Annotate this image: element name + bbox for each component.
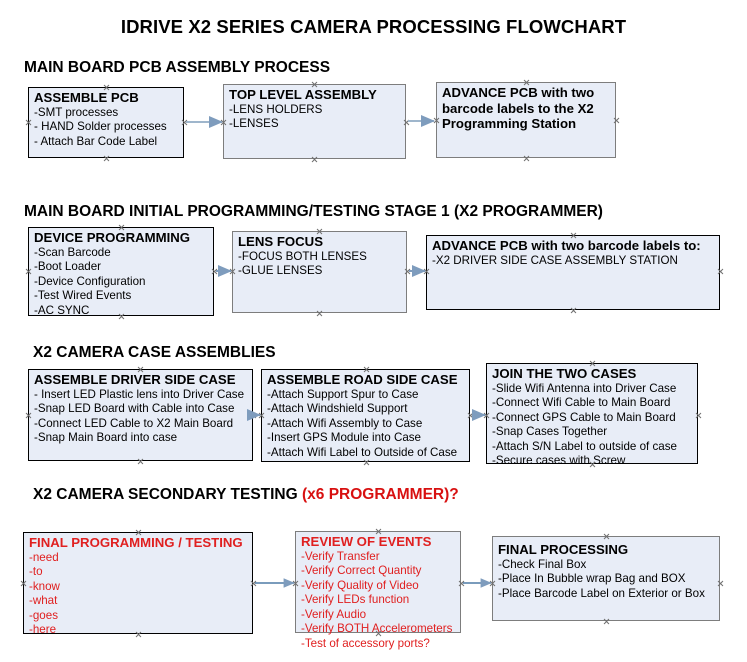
box-assemble-road-side-case[interactable]: ASSEMBLE ROAD SIDE CASE -Attach Support … (261, 369, 470, 462)
box-line: - HAND Solder processes (34, 120, 167, 134)
box-line: -Snap Cases Together (492, 425, 608, 439)
box-line: -what (29, 594, 58, 608)
box-line: -Scan Barcode (34, 245, 111, 259)
box-line: -Device Configuration (34, 274, 146, 288)
box-review-of-events[interactable]: REVIEW OF EVENTS -Verify Transfer -Verif… (295, 531, 461, 650)
box-line: -Verify BOTH Accelerometers (301, 622, 453, 636)
box-title: JOIN THE TWO CASES (492, 366, 637, 381)
box-line: -know (29, 579, 60, 593)
box-line: -Attach S/N Label to outside of case (492, 439, 677, 453)
box-title: TOP LEVEL ASSEMBLY (229, 87, 377, 102)
box-line: -Test Wired Events (34, 289, 132, 303)
box-line: -here (29, 623, 57, 637)
box-title: FINAL PROGRAMMING / TESTING (29, 535, 243, 550)
box-title: ADVANCE PCB with two barcode labels to t… (442, 85, 595, 131)
box-line: -to (29, 565, 43, 579)
box-line: -Attach Windshield Support (267, 402, 408, 416)
box-line: -Connect LED Cable to X2 Main Board (34, 416, 234, 430)
box-device-programming[interactable]: DEVICE PROGRAMMING -Scan Barcode -Boot L… (28, 227, 214, 317)
box-line: -need (29, 550, 59, 564)
box-line: -Snap LED Board with Cable into Case (34, 402, 235, 416)
box-advance-pcb-driver-side-station[interactable]: ADVANCE PCB with two barcode labels to: … (426, 235, 720, 310)
box-line: -goes (29, 608, 59, 622)
box-line: -Verify LEDs function (301, 593, 410, 607)
box-line: -Test of accessory ports? (301, 637, 430, 651)
section-heading-main-board-initial-programming: MAIN BOARD INITIAL PROGRAMMING/TESTING S… (24, 203, 603, 221)
box-line: -Verify Audio (301, 607, 367, 621)
box-line: -SMT processes (34, 105, 119, 119)
box-assemble-driver-side-case[interactable]: ASSEMBLE DRIVER SIDE CASE - Insert LED P… (28, 369, 253, 461)
box-title: LENS FOCUS (238, 234, 323, 249)
section-heading-main-board-pcb-assembly: MAIN BOARD PCB ASSEMBLY PROCESS (24, 59, 330, 77)
section-heading-text: X2 CAMERA CASE ASSEMBLIES (33, 344, 276, 361)
box-line: -Place Barcode Label on Exterior or Box (498, 586, 705, 600)
box-line: -Connect GPS Cable to Main Board (492, 410, 676, 424)
box-line: -Attach Wifi Assembly to Case (267, 416, 423, 430)
box-line: -Attach Support Spur to Case (267, 387, 419, 401)
box-title: DEVICE PROGRAMMING (34, 230, 191, 245)
box-final-programming-testing[interactable]: FINAL PROGRAMMING / TESTING -need -to -k… (23, 532, 253, 636)
box-line: -AC SYNC (34, 303, 90, 317)
box-line: -GLUE LENSES (238, 264, 323, 278)
box-line: -Boot Loader (34, 260, 102, 274)
box-line: -Verify Correct Quantity (301, 564, 422, 578)
box-line: -Slide Wifi Antenna into Driver Case (492, 381, 677, 395)
box-title: ASSEMBLE DRIVER SIDE CASE (34, 372, 236, 387)
box-lens-focus[interactable]: LENS FOCUS -FOCUS BOTH LENSES -GLUE LENS… (232, 231, 407, 313)
box-title: ADVANCE PCB with two barcode labels to: (432, 238, 701, 253)
box-line: -FOCUS BOTH LENSES (238, 249, 367, 263)
box-line: -Attach Wifi Label to Outside of Case (267, 445, 458, 459)
section-heading-text: MAIN BOARD PCB ASSEMBLY PROCESS (24, 59, 331, 76)
section-heading-x2-camera-case-assemblies: X2 CAMERA CASE ASSEMBLIES (33, 344, 276, 362)
box-line: -Snap Main Board into case (34, 431, 178, 445)
box-line: -Check Final Box (498, 557, 587, 571)
box-join-the-two-cases[interactable]: JOIN THE TWO CASES -Slide Wifi Antenna i… (486, 363, 698, 467)
box-line: -Verify Quality of Video (301, 578, 419, 592)
box-line: -Connect Wifi Cable to Main Board (492, 396, 671, 410)
box-title: ASSEMBLE PCB (34, 90, 139, 105)
box-line: -X2 DRIVER SIDE CASE ASSEMBLY STATION (432, 253, 678, 267)
box-line: - Attach Bar Code Label (34, 134, 158, 148)
box-final-processing[interactable]: FINAL PROCESSING -Check Final Box -Place… (492, 536, 720, 621)
box-title: REVIEW OF EVENTS (301, 534, 432, 549)
box-line: -Insert GPS Module into Case (267, 431, 422, 445)
box-line: -Place In Bubble wrap Bag and BOX (498, 572, 686, 586)
section-heading-text: X2 CAMERA SECONDARY TESTING (33, 486, 302, 503)
box-line: - Insert LED Plastic lens into Driver Ca… (34, 387, 245, 401)
box-line: -Verify Transfer (301, 549, 380, 563)
box-line: -LENS HOLDERS (229, 102, 323, 116)
box-title: FINAL PROCESSING (498, 542, 629, 557)
box-line: -Secure cases with Screw (492, 454, 626, 468)
box-assemble-pcb[interactable]: ASSEMBLE PCB -SMT processes - HAND Solde… (28, 87, 184, 158)
section-heading-x2-camera-secondary-testing: X2 CAMERA SECONDARY TESTING (x6 PROGRAMM… (33, 486, 459, 504)
box-line: -LENSES (229, 117, 279, 131)
section-heading-suffix: (x6 PROGRAMMER)? (302, 486, 459, 503)
box-advance-pcb-programming-station[interactable]: ADVANCE PCB with two barcode labels to t… (436, 82, 616, 158)
box-title: ASSEMBLE ROAD SIDE CASE (267, 372, 458, 387)
page-title: IDRIVE X2 SERIES CAMERA PROCESSING FLOWC… (120, 16, 627, 37)
box-top-level-assembly[interactable]: TOP LEVEL ASSEMBLY -LENS HOLDERS -LENSES (223, 84, 406, 159)
section-heading-text: MAIN BOARD INITIAL PROGRAMMING/TESTING S… (24, 203, 603, 220)
